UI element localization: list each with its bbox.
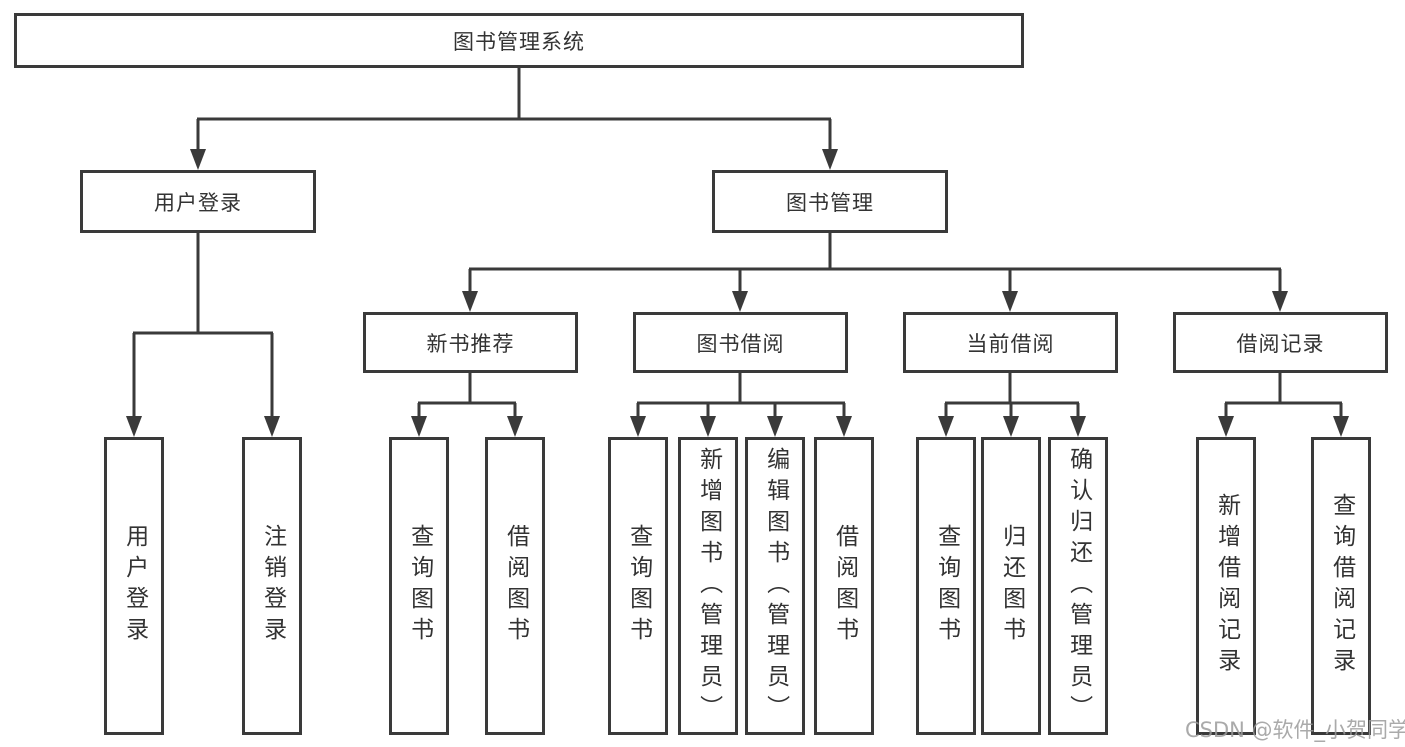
leaf-label: 新增借阅记录: [1213, 493, 1240, 679]
leaf-label: 归还图书: [998, 524, 1025, 648]
leaf-label: 确认归还（管理员）: [1065, 446, 1092, 726]
leaf-query-books-recommend: 查询图书: [389, 437, 449, 735]
leaf-label: 注销登录: [259, 524, 286, 648]
arrowheads: [126, 149, 1349, 437]
leaf-return-books: 归还图书: [981, 437, 1041, 735]
node-label: 新书推荐: [426, 331, 515, 356]
leaf-query-books-current: 查询图书: [916, 437, 976, 735]
connector-book-borrow-junction: [636, 373, 846, 420]
node-user-login: 用户登录: [80, 170, 316, 233]
leaf-label: 新增图书（管理员）: [695, 446, 722, 726]
leaf-add-book-admin: 新增图书（管理员）: [678, 437, 738, 735]
leaf-borrow-books: 借阅图书: [814, 437, 874, 735]
node-label: 用户登录: [154, 190, 242, 215]
leaf-label: 用户登录: [121, 524, 148, 648]
node-label: 图书管理系统: [453, 29, 585, 54]
leaf-label: 查询图书: [625, 524, 652, 648]
leaf-label: 查询图书: [406, 524, 433, 648]
node-label: 借阅记录: [1236, 331, 1325, 356]
node-book-borrow: 图书借阅: [633, 312, 848, 373]
connector-root-junction: [196, 68, 832, 152]
leaf-label: 查询图书: [933, 524, 960, 648]
node-label: 图书管理: [786, 190, 874, 215]
connector-book-management-junction: [468, 233, 1282, 295]
leaf-label: 查询借阅记录: [1328, 493, 1355, 679]
leaf-user-login: 用户登录: [104, 437, 164, 735]
leaf-query-books-borrow: 查询图书: [608, 437, 668, 735]
connector-current-borrow-junction: [944, 373, 1080, 420]
node-current-borrow: 当前借阅: [903, 312, 1118, 373]
connector-borrow-records-junction: [1224, 373, 1343, 420]
node-library-system: 图书管理系统: [14, 13, 1024, 68]
node-label: 图书借阅: [696, 331, 785, 356]
csdn-watermark: CSDN @软件_小贺同学: [1185, 718, 1405, 742]
node-book-management: 图书管理: [712, 170, 948, 233]
node-label: 当前借阅: [966, 331, 1055, 356]
connector-user-login-junction: [132, 233, 274, 419]
leaf-confirm-return-admin: 确认归还（管理员）: [1048, 437, 1108, 735]
leaf-add-borrow-record: 新增借阅记录: [1196, 437, 1256, 735]
connector-paths: [132, 68, 1343, 420]
leaf-label: 借阅图书: [831, 524, 858, 648]
leaf-borrow-books-recommend: 借阅图书: [485, 437, 545, 735]
node-borrow-records: 借阅记录: [1173, 312, 1388, 373]
leaf-query-borrow-record: 查询借阅记录: [1311, 437, 1371, 735]
leaf-label: 借阅图书: [502, 524, 529, 648]
leaf-logout: 注销登录: [242, 437, 302, 735]
connector-new-book-junction: [417, 373, 517, 420]
leaf-label: 编辑图书（管理员）: [762, 446, 789, 726]
node-new-book-recommend: 新书推荐: [363, 312, 578, 373]
leaf-edit-book-admin: 编辑图书（管理员）: [745, 437, 805, 735]
